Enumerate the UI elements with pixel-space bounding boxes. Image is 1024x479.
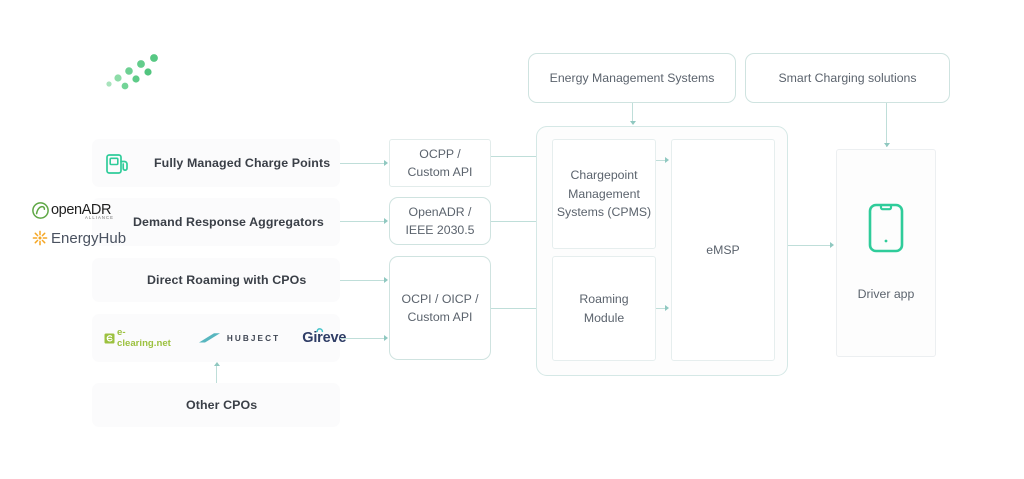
energy-management-systems-label: Energy Management Systems [549, 70, 715, 85]
arrow-demand-response-to-openadr [384, 218, 388, 224]
emsp-box[interactable]: eMSP [671, 139, 775, 361]
openadr-box[interactable]: OpenADR / IEEE 2030.5 [389, 197, 491, 245]
smart-charging-solutions-box[interactable]: Smart Charging solutions [745, 53, 950, 103]
connector-smart-charging-to-driver [886, 103, 887, 147]
cpms-box[interactable]: Chargepoint Management Systems (CPMS) [552, 139, 656, 249]
dot-pattern-logo [104, 52, 166, 92]
connector-ocpp-to-platform [491, 156, 551, 157]
cpms-line1: Chargepoint [570, 168, 638, 183]
arrow-cpms-to-emsp [665, 157, 669, 163]
openadr-box-line1: OpenADR / [408, 204, 472, 219]
roaming-module-box[interactable]: Roaming Module [552, 256, 656, 361]
roaming-line1: Roaming [579, 292, 629, 307]
ocpp-box-line1: OCPP / [419, 146, 461, 161]
energyhub-logo: EnergyHub [32, 228, 142, 248]
left-row-fully-managed-charge-points[interactable]: Fully Managed Charge Points [92, 139, 340, 187]
hubject-logo: HUBJECT [197, 331, 280, 345]
arrow-roaming-to-emsp [665, 305, 669, 311]
openadr-logo-text: openADR [51, 202, 112, 218]
driver-app-card[interactable]: Driver app [836, 149, 936, 357]
connector-direct-roaming-to-ocpi [340, 280, 384, 281]
connector-demand-response-to-openadr [340, 221, 384, 222]
arrow-direct-roaming-to-ocpi [384, 277, 388, 283]
energyhub-logo-text: EnergyHub [51, 229, 127, 247]
ocpi-box-line1: OCPI / OICP / [401, 291, 479, 306]
ocpi-box[interactable]: OCPI / OICP / Custom API [389, 256, 491, 360]
connector-emsp-to-driver-app [788, 245, 832, 246]
arrow-ems-to-platform [629, 121, 636, 125]
connector-ems-to-platform [632, 103, 633, 123]
left-row-roaming-partners[interactable]: e-clearing.net HUBJECT Gireve [92, 314, 346, 362]
e-clearing-net-logo: e-clearing.net [104, 327, 171, 349]
connector-charge-points-to-ocpp [340, 163, 384, 164]
left-row-direct-roaming-with-cpos[interactable]: Direct Roaming with CPOs [92, 258, 340, 302]
ocpp-box[interactable]: OCPP / Custom API [389, 139, 491, 187]
connector-ocpi-to-platform [491, 308, 551, 309]
left-row-demand-response-aggregators[interactable]: Demand Response Aggregators [92, 198, 340, 246]
e-clearing-net-logo-text: e-clearing.net [117, 327, 171, 349]
arrow-smart-charging-to-driver [883, 143, 890, 147]
connector-cpms-to-emsp [656, 160, 667, 161]
driver-app-label: Driver app [857, 286, 915, 301]
openadr-box-line2: IEEE 2030.5 [405, 223, 475, 237]
connector-openadr-to-platform [491, 221, 551, 222]
arrow-other-cpos-up [213, 362, 220, 366]
ocpp-box-line2: Custom API [407, 165, 473, 179]
smart-charging-solutions-label: Smart Charging solutions [778, 70, 917, 85]
mobile-phone-icon [868, 203, 904, 258]
cpms-line2: Management [568, 186, 640, 201]
arrow-roaming-partners-to-ocpi [384, 335, 388, 341]
emsp-label: eMSP [706, 242, 740, 257]
openadr-logo-subtext: ALLIANCE [85, 215, 115, 220]
gireve-logo-text: Gireve [302, 330, 347, 346]
arrow-emsp-to-driver-app [830, 242, 834, 248]
left-row-label: Other CPOs [186, 398, 258, 412]
roaming-line2: Module [583, 310, 625, 325]
gireve-logo: Gireve [302, 328, 347, 346]
left-row-label: Fully Managed Charge Points [154, 156, 331, 170]
left-row-label: Direct Roaming with CPOs [147, 273, 307, 287]
left-row-other-cpos[interactable]: Other CPOs [92, 383, 340, 427]
connector-other-cpos-vertical [216, 365, 217, 383]
left-row-label: Demand Response Aggregators [133, 215, 324, 229]
cpms-line3: Systems (CPMS) [556, 205, 652, 220]
charge-point-icon [106, 152, 130, 180]
arrow-charge-points-to-ocpp [384, 160, 388, 166]
hubject-logo-text: HUBJECT [226, 333, 281, 343]
ocpi-box-line2: Custom API [407, 310, 473, 324]
energy-management-systems-box[interactable]: Energy Management Systems [528, 53, 736, 103]
connector-roaming-partners-to-ocpi [340, 338, 384, 339]
openadr-logo: openADR [32, 200, 136, 220]
connector-roaming-to-emsp [656, 308, 667, 309]
